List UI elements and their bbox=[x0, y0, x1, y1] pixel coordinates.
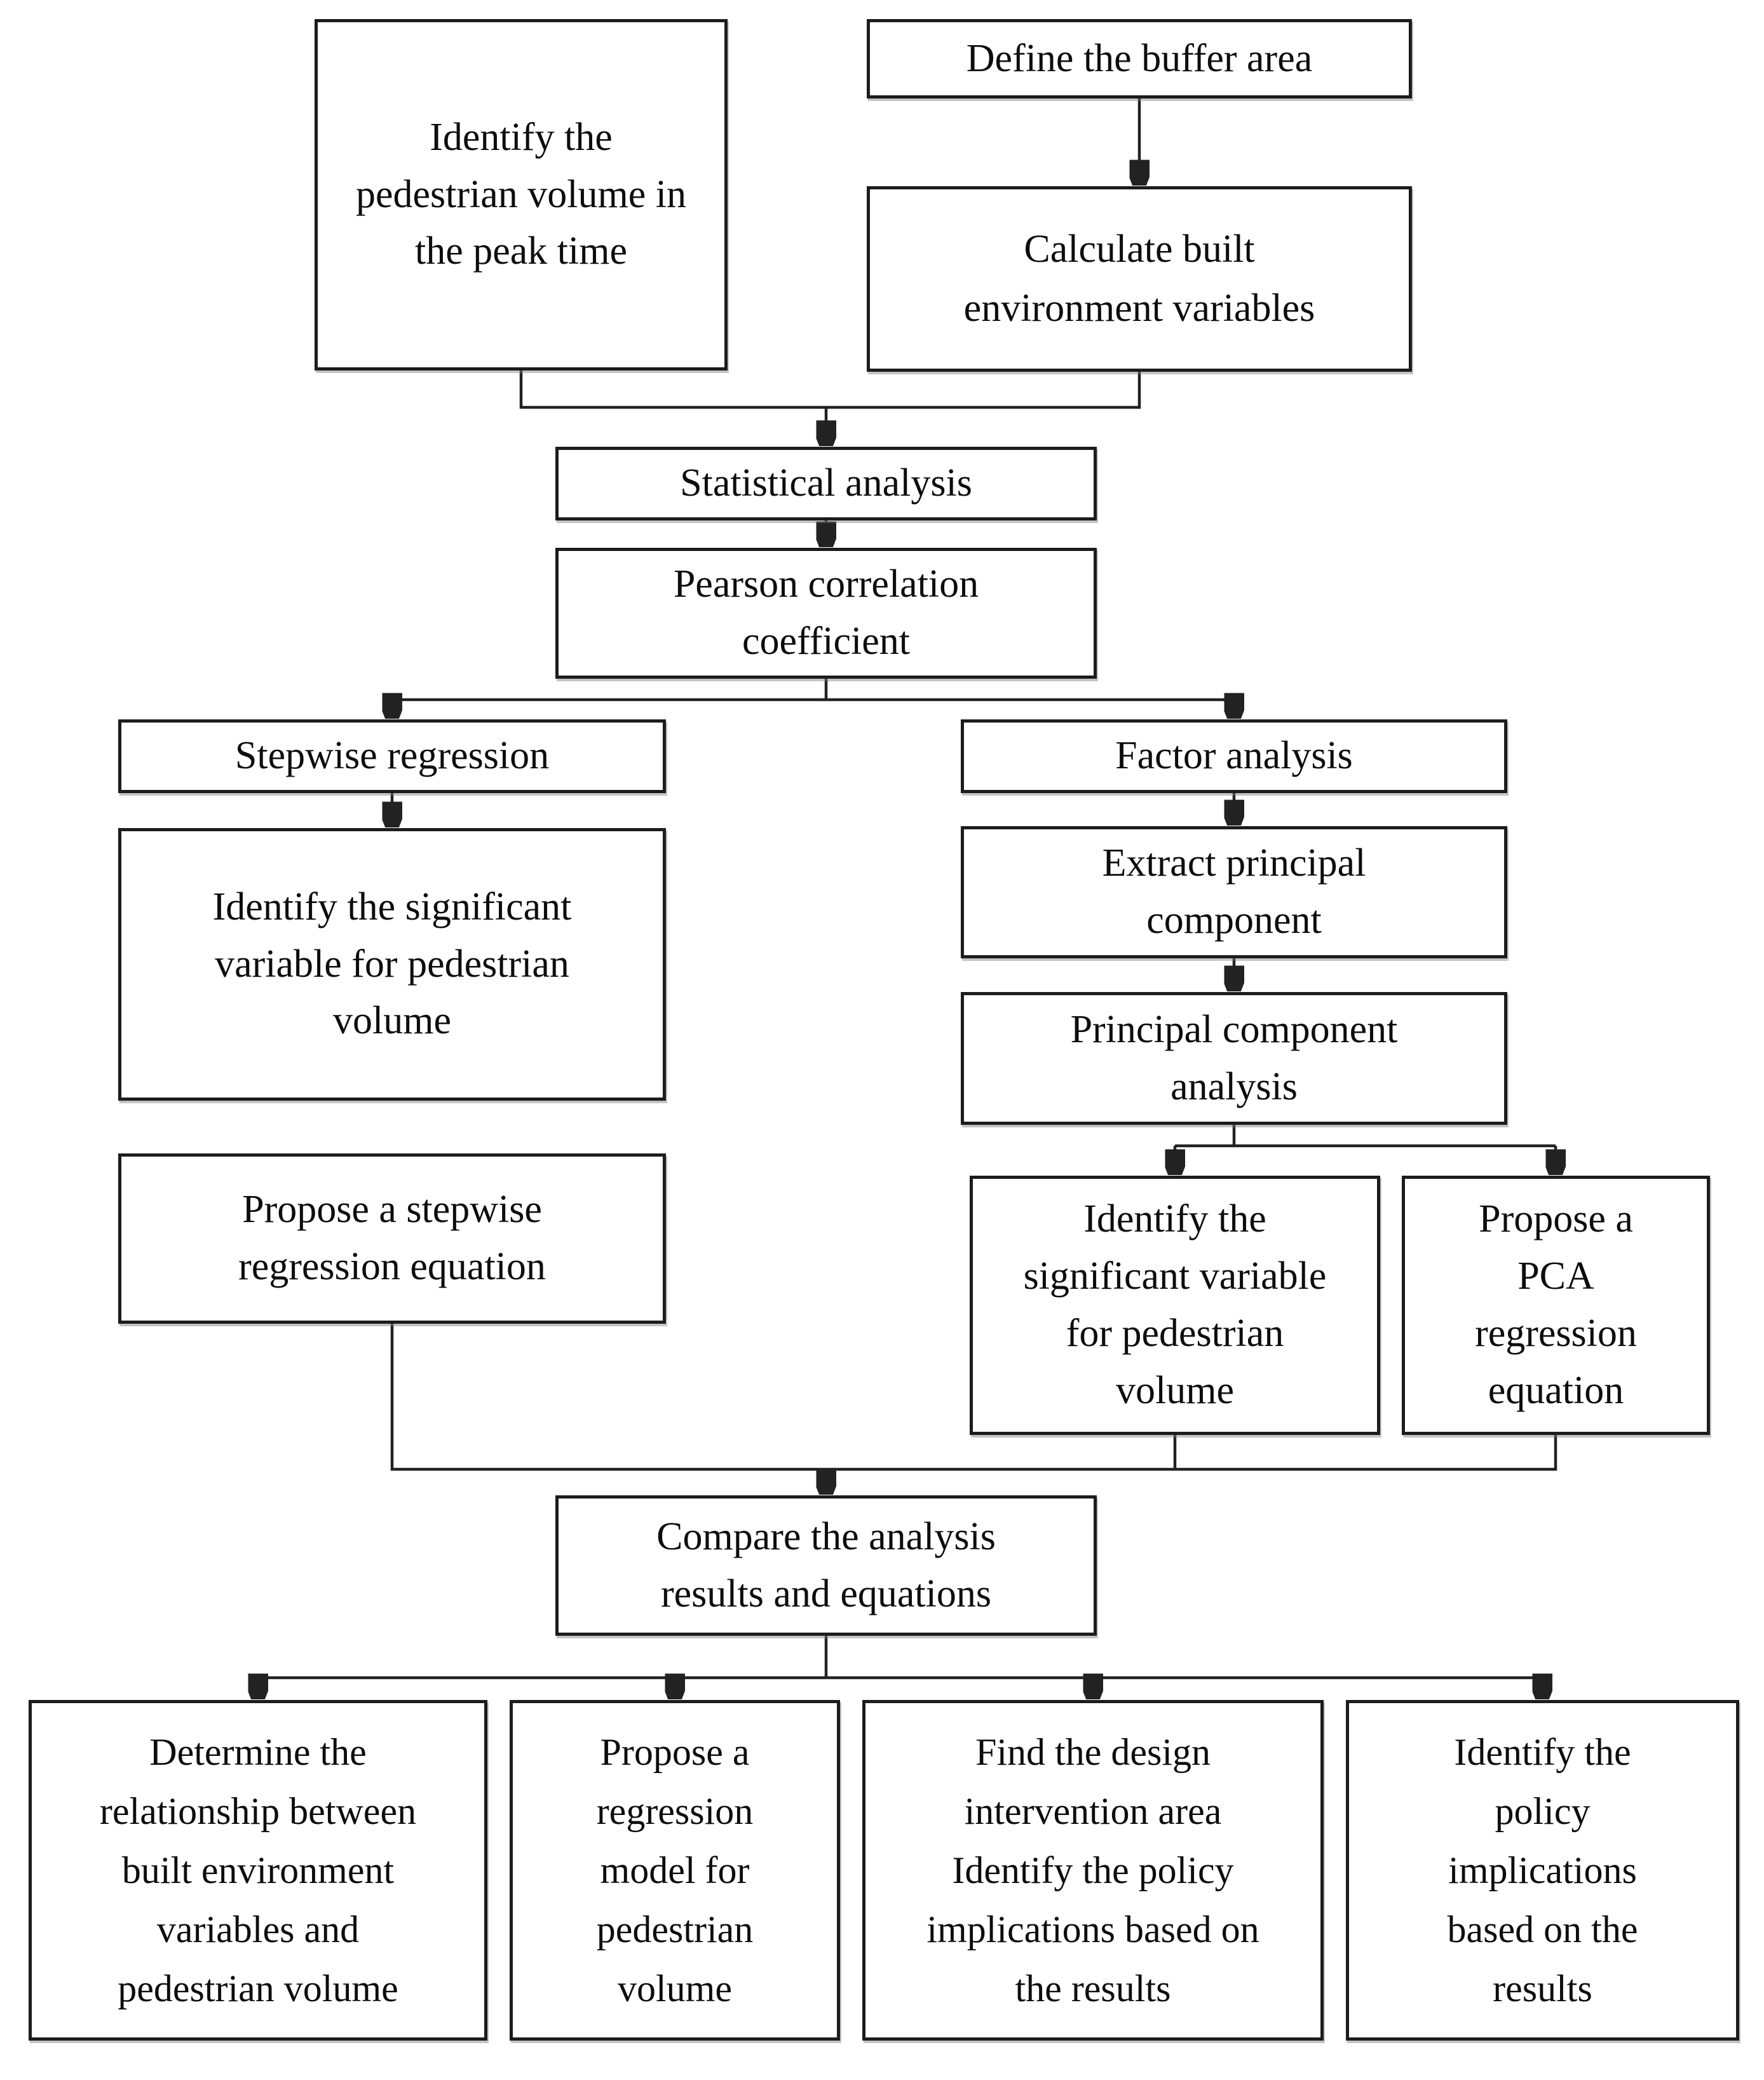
node-label: Statistical analysis bbox=[680, 461, 972, 505]
flowchart-node-pearson-correlation: Pearson correlation coefficient bbox=[555, 548, 1097, 679]
node-label: Factor analysis bbox=[1115, 734, 1353, 778]
flowchart-node-stepwise-regression: Stepwise regression bbox=[118, 719, 666, 793]
flowchart-node-principal-component-analysis: Principal component analysis bbox=[961, 992, 1507, 1125]
flowchart-node-compare-results: Compare the analysis results and equatio… bbox=[555, 1495, 1097, 1636]
node-label: Compare the analysis results and equatio… bbox=[656, 1514, 996, 1615]
edge-midmerge-bar bbox=[390, 1324, 1557, 1471]
edge-bottom-split-bar bbox=[258, 1636, 1542, 1680]
edge-pearson-split-bar bbox=[392, 679, 1234, 702]
flowchart-node-identify-peak-volume: Identify the pedestrian volume in the pe… bbox=[315, 19, 728, 370]
node-label: Propose a stepwise regression equation bbox=[238, 1188, 546, 1288]
node-label: Extract principal component bbox=[1102, 841, 1366, 942]
flowchart-node-propose-pca-equation: Propose a PCA regression equation bbox=[1402, 1176, 1710, 1435]
flowchart-node-define-buffer-area: Define the buffer area bbox=[867, 19, 1412, 99]
node-label: Identify the significant variable for pe… bbox=[212, 885, 572, 1043]
flowchart-node-find-design-intervention: Find the design intervention area Identi… bbox=[862, 1700, 1324, 2041]
flowchart-node-calculate-built-environment: Calculate built environment variables bbox=[867, 186, 1412, 372]
node-label: Propose a regression model for pedestria… bbox=[596, 1730, 754, 2009]
node-label: Propose a PCA regression equation bbox=[1475, 1197, 1637, 1412]
flowchart-node-factor-analysis: Factor analysis bbox=[961, 719, 1507, 793]
flowchart-node-identify-significant-variable-left: Identify the significant variable for pe… bbox=[118, 828, 666, 1101]
flowchart-node-statistical-analysis: Statistical analysis bbox=[555, 447, 1097, 520]
edge-topmerge-bar bbox=[519, 370, 1141, 409]
node-label: Calculate built environment variables bbox=[963, 228, 1315, 330]
node-label: Identify the policy implications based o… bbox=[1447, 1730, 1638, 2009]
node-label: Identify the pedestrian volume in the pe… bbox=[356, 115, 686, 273]
node-label: Principal component analysis bbox=[1070, 1007, 1398, 1108]
flowchart-node-identify-policy-implications: Identify the policy implications based o… bbox=[1346, 1700, 1739, 2041]
node-label: Determine the relationship between built… bbox=[99, 1730, 417, 2009]
flowchart-node-determine-relationship: Determine the relationship between built… bbox=[29, 1700, 487, 2041]
edge-pca-split-bar bbox=[1175, 1125, 1556, 1148]
node-label: Find the design intervention area Identi… bbox=[926, 1730, 1259, 2009]
flowchart-node-extract-principal-component: Extract principal component bbox=[961, 826, 1507, 958]
node-label: Pearson correlation coefficient bbox=[673, 562, 979, 663]
flowchart-node-identify-significant-variable-right: Identify the significant variable for pe… bbox=[970, 1176, 1380, 1435]
node-label: Identify the significant variable for pe… bbox=[1023, 1197, 1327, 1412]
node-label: Stepwise regression bbox=[234, 734, 550, 778]
flowchart-node-propose-regression-model: Propose a regression model for pedestria… bbox=[510, 1700, 840, 2041]
node-label: Define the buffer area bbox=[966, 36, 1313, 80]
flowchart-node-propose-stepwise-equation: Propose a stepwise regression equation bbox=[118, 1153, 666, 1324]
